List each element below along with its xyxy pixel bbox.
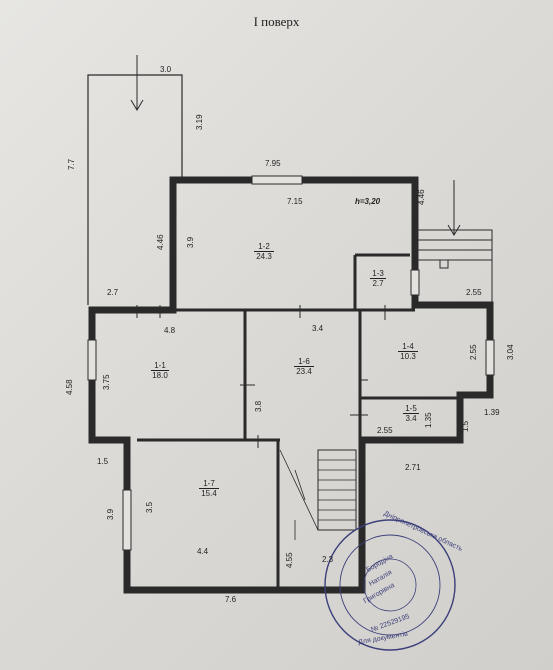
dim-left-step: 1.5: [97, 457, 109, 466]
stair-treads: [279, 449, 356, 540]
dim-stair-bottom: 2.3: [322, 555, 334, 564]
window-right: [485, 339, 495, 376]
dim-room7-outer: 3.9: [106, 508, 115, 520]
dim-porch-right: 3.19: [195, 114, 204, 130]
dim-right-1-5: 1.5: [461, 420, 470, 432]
dim-room7-width: 4.4: [197, 547, 209, 556]
dim-stair-height: 4.55: [285, 552, 294, 568]
window-left: [87, 339, 97, 381]
entry-arrow-right: [447, 180, 461, 236]
dim-porch-top: 3.0: [160, 65, 172, 74]
interior-walls: [137, 253, 460, 588]
dim-left-outer: 4.58: [65, 379, 74, 395]
window-room7: [122, 489, 132, 551]
dim-hall-width: 3.4: [312, 324, 324, 333]
dim-room5-width: 2.55: [377, 426, 393, 435]
dim-room2-height: 3.9: [186, 236, 195, 248]
dim-room1-width: 4.8: [164, 326, 176, 335]
door-marks: [136, 305, 386, 448]
page-title: І поверх: [253, 14, 300, 29]
porch-outline: [87, 74, 183, 305]
dim-porch-left: 7.7: [67, 158, 76, 170]
entry-arrow-left: [130, 55, 144, 111]
dim-room5-height: 1.35: [424, 412, 433, 428]
window-top: [251, 175, 303, 185]
dim-hall-height: 3.8: [254, 400, 263, 412]
dim-bottom-outer: 7.6: [225, 595, 237, 604]
dim-room7-height: 3.5: [145, 501, 154, 513]
outer-wall: [88, 176, 494, 594]
dim-top-inner: 7.15: [287, 197, 303, 206]
dim-right-1-39: 1.39: [484, 408, 500, 417]
dim-stair-right: 2.71: [405, 463, 421, 472]
stamp: [324, 519, 456, 651]
dim-room4-height: 2.55: [469, 344, 478, 360]
dim-left-4-46: 4.46: [156, 234, 165, 250]
ceiling-height: h=3,20: [355, 197, 381, 206]
dim-right-outer: 3.04: [506, 344, 515, 360]
dim-right-step: 2.55: [466, 288, 482, 297]
right-porch: [415, 229, 493, 305]
dim-right-4-46: 4.46: [417, 189, 426, 205]
dim-room1-height: 3.75: [102, 374, 111, 390]
window-room3: [410, 269, 420, 296]
dim-top-outer: 7.95: [265, 159, 281, 168]
dim-porch-bottom: 2.7: [107, 288, 119, 297]
small-fixture: [439, 259, 449, 269]
